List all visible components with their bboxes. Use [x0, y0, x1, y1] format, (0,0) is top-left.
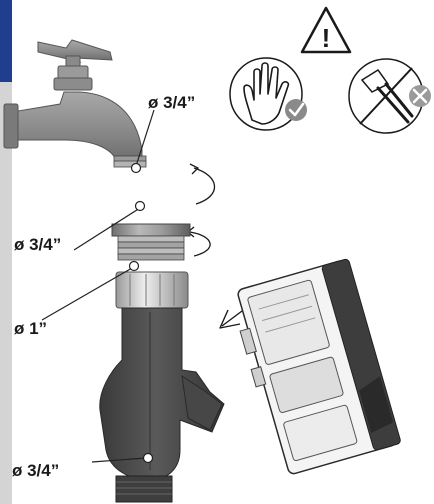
- faucet-handle: [37, 39, 113, 63]
- valve-outlet-callout-dot: [142, 452, 154, 464]
- label-valve-outlet: ø 3/4”: [12, 461, 59, 480]
- timer-controller: [237, 258, 401, 475]
- brand-edge-tab: [0, 0, 12, 82]
- adapter-thread-callout-dot: [134, 200, 146, 212]
- label-faucet-thread: ø 3/4”: [148, 93, 195, 112]
- valve-body: [99, 307, 225, 503]
- cross-icon: [409, 85, 431, 107]
- valve-inlet-nut: [115, 271, 189, 309]
- faucet-illustration: [3, 39, 155, 174]
- valve-inlet-callout-dot: [128, 260, 140, 272]
- checkmark-icon: [285, 99, 307, 121]
- thread-adapter: [111, 223, 191, 261]
- page-edge-strip: [0, 82, 12, 504]
- hand-tighten-icon: [229, 57, 307, 131]
- faucet-thread: [113, 155, 147, 168]
- label-valve-inlet: ø 1”: [14, 319, 47, 338]
- label-adapter-thread: ø 3/4”: [14, 235, 61, 254]
- rotate-arrow-icon-adapter: [186, 226, 211, 257]
- rotate-arrow-icon: [189, 163, 216, 205]
- faucet-body: [11, 91, 143, 165]
- warning-triangle-icon: !: [300, 6, 352, 54]
- pliers-icon: [348, 58, 431, 134]
- faucet-thread-callout-dot: [130, 162, 142, 174]
- warning-symbol: !: [322, 23, 331, 53]
